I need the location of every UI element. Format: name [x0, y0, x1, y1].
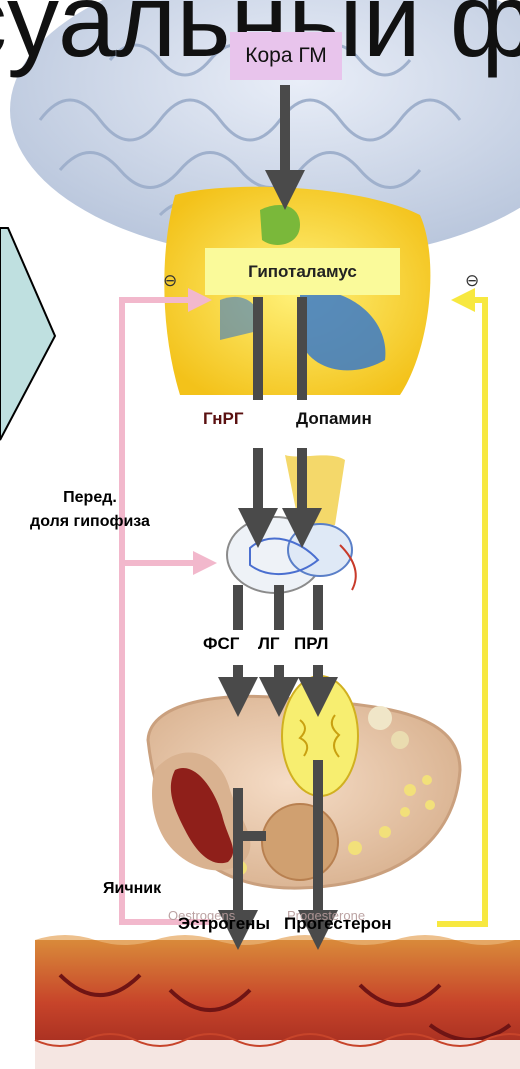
prl-label: ПРЛ	[294, 634, 328, 654]
ovary-label: Яичник	[103, 880, 161, 898]
inhibition-marker-left: ⊖	[163, 271, 177, 291]
cortex-label: Кора ГМ	[245, 44, 327, 68]
endometrium-illustration	[35, 935, 520, 1069]
hypothalamus-label: Гипоталамус	[248, 262, 357, 282]
lh-label: ЛГ	[258, 634, 280, 654]
inhibition-marker-right: ⊖	[465, 271, 479, 291]
progesterone-label: Прогестерон	[284, 914, 392, 934]
estrogens-label: Эстрогены	[178, 914, 270, 934]
cortex-box: Кора ГМ	[230, 32, 342, 80]
gnrh-label: ГнРГ	[203, 409, 243, 429]
dopamine-label: Допамин	[296, 409, 372, 429]
hypothalamus-box: Гипоталамус	[205, 248, 400, 295]
fsh-label: ФСГ	[203, 634, 239, 654]
anterior-pituitary-label: Перед. доля гипофиза	[0, 486, 180, 534]
pituitary-illustration	[227, 455, 356, 593]
ovary-illustration	[148, 676, 460, 888]
nav-chevron-shape[interactable]	[0, 228, 55, 440]
feedback-loop-right	[437, 300, 485, 924]
